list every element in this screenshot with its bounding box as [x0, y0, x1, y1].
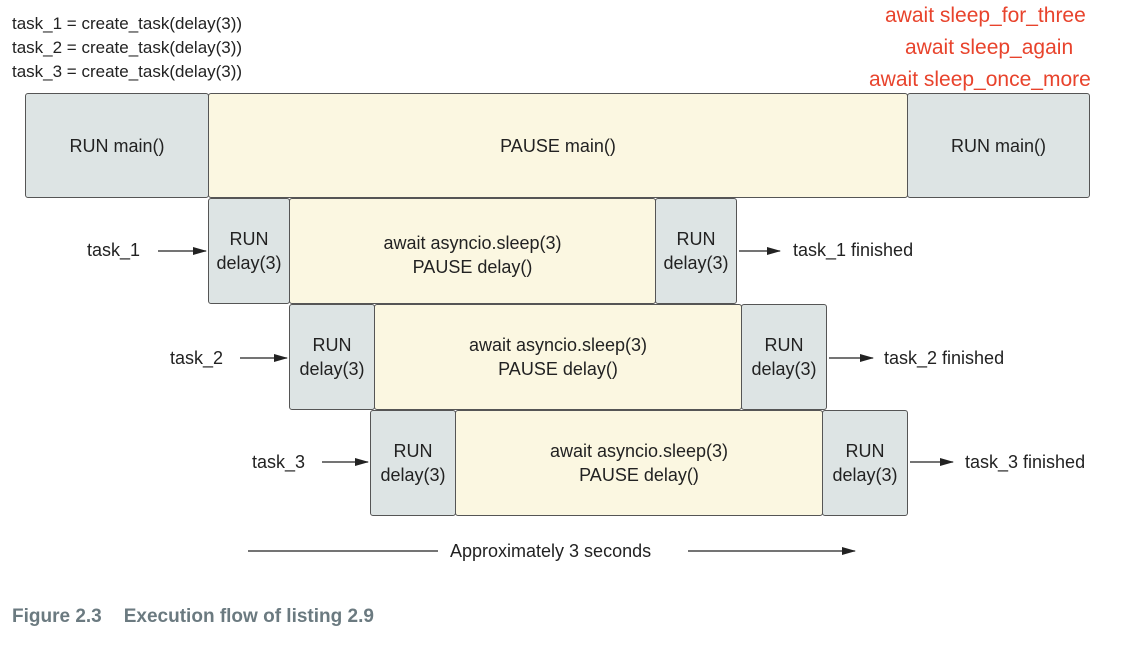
task-3-finished-label: task_3 finished	[965, 452, 1086, 472]
task-3-label: task_3	[252, 452, 306, 472]
main-run-end-box: RUN main()	[907, 93, 1090, 198]
code-line-2: task_2 = create_task(delay(3))	[12, 38, 243, 57]
task-2-pause-line2: PAUSE delay()	[498, 359, 618, 379]
figure-number: Figure 2.3	[12, 606, 102, 627]
task-1-run-end-line2: delay(3)	[663, 253, 729, 273]
task-1-run-end-box: RUN delay(3)	[655, 198, 737, 304]
task-3-pause-line2: PAUSE delay()	[579, 465, 699, 485]
task-3-run-end-line1: RUN	[845, 441, 885, 461]
timeline-label: Approximately 3 seconds	[450, 541, 652, 562]
task-2-run-end-line1: RUN	[764, 335, 804, 355]
main-run-start-label: RUN main()	[69, 135, 165, 156]
task-2-run-start-line1: RUN	[312, 335, 352, 355]
task-2-run-end-line2: delay(3)	[751, 359, 817, 379]
task-1-pause-line1: await asyncio.sleep(3)	[383, 233, 562, 253]
task-2-pause-box: await asyncio.sleep(3) PAUSE delay()	[374, 304, 742, 410]
task-1-run-start-box: RUN delay(3)	[208, 198, 290, 304]
task-2-finished-label: task_2 finished	[884, 348, 1005, 368]
await-line-1: await sleep_for_three	[885, 4, 1086, 27]
task-2-pause-line1: await asyncio.sleep(3)	[468, 335, 648, 355]
main-pause-box: PAUSE main()	[208, 93, 908, 198]
task-1-run-start-line1: RUN	[229, 229, 269, 249]
task-1-run-end-line1: RUN	[676, 229, 716, 249]
task-1-finished-label: task_1 finished	[793, 240, 914, 260]
task-3-pause-line1: await asyncio.sleep(3)	[549, 441, 729, 461]
task-2-run-end-box: RUN delay(3)	[741, 304, 827, 410]
main-run-end-label: RUN main()	[950, 135, 1046, 156]
code-line-3: task_3 = create_task(delay(3))	[12, 62, 243, 81]
await-line-2: await sleep_again	[905, 36, 1074, 59]
await-line-3: await sleep_once_more	[869, 68, 1091, 91]
task-1-run-start-line2: delay(3)	[216, 253, 282, 273]
task-2-run-start-line2: delay(3)	[299, 359, 365, 379]
task-3-run-end-box: RUN delay(3)	[822, 410, 908, 516]
task-3-pause-box: await asyncio.sleep(3) PAUSE delay()	[455, 410, 823, 516]
task-2-run-start-box: RUN delay(3)	[289, 304, 375, 410]
task-2-label: task_2	[170, 348, 224, 368]
task-3-run-end-line2: delay(3)	[832, 465, 898, 485]
code-line-1: task_1 = create_task(delay(3))	[12, 14, 243, 33]
figure-caption-text: Execution flow of listing 2.9	[123, 606, 374, 627]
task-3-run-start-line1: RUN	[393, 441, 433, 461]
task-1-pause-line2: PAUSE delay()	[412, 257, 533, 277]
figure-caption: Figure 2.3 Execution flow of listing 2.9	[12, 606, 374, 628]
task-1-label: task_1	[87, 240, 141, 260]
task-3-run-start-line2: delay(3)	[380, 465, 446, 485]
task-1-pause-box: await asyncio.sleep(3) PAUSE delay()	[289, 198, 656, 304]
main-pause-label: PAUSE main()	[500, 135, 616, 156]
